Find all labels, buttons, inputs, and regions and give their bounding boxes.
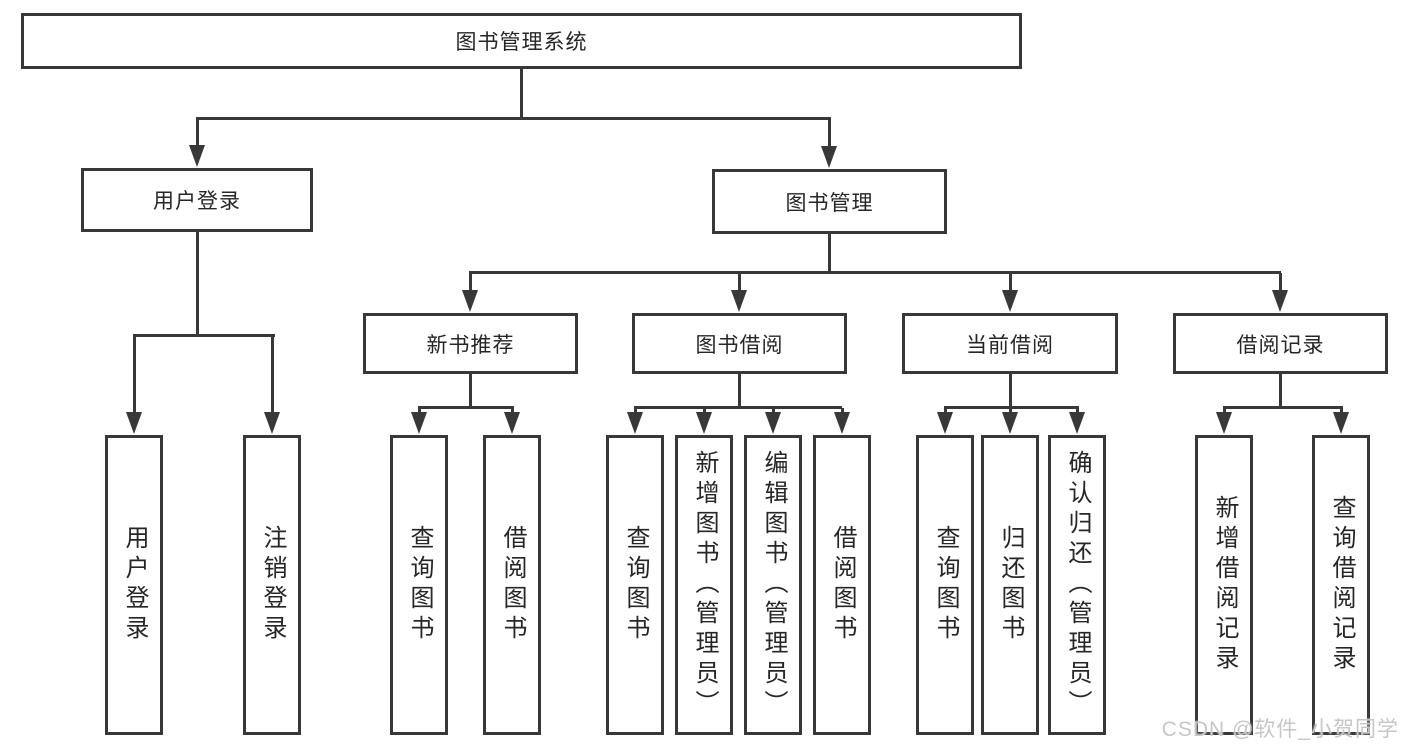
arrowhead-down-icon	[1069, 412, 1085, 434]
arrowhead-down-icon	[821, 146, 837, 168]
node-leaf-return-book: 归还图书	[981, 435, 1039, 735]
arrowhead-down-icon	[834, 412, 850, 434]
arrowhead-down-icon	[765, 412, 781, 434]
node-leaf-borrow-book-2: 借阅图书	[813, 435, 871, 735]
connector-line	[418, 406, 514, 409]
node-leaf-query-book-1: 查询图书	[390, 435, 448, 735]
node-leaf-add-borrow-record: 新增借阅记录	[1195, 435, 1253, 735]
node-leaf-confirm-return: 确认归还（管理员）	[1048, 435, 1106, 735]
node-leaf-borrow-book-1: 借阅图书	[483, 435, 541, 735]
connector-line	[1223, 406, 1343, 409]
connector-line	[520, 69, 523, 119]
arrowhead-down-icon	[1002, 412, 1018, 434]
arrowhead-down-icon	[264, 412, 280, 434]
node-leaf-query-book-3: 查询图书	[916, 435, 974, 735]
connector-line	[271, 336, 274, 414]
node-leaf-logout: 注销登录	[243, 435, 301, 735]
connector-line	[1279, 374, 1282, 408]
connector-line	[828, 119, 831, 147]
arrowhead-down-icon	[696, 412, 712, 434]
node-borrowing-records: 借阅记录	[1173, 313, 1388, 374]
connector-line	[1009, 374, 1012, 408]
connector-line	[196, 232, 199, 336]
arrowhead-down-icon	[937, 412, 953, 434]
arrowhead-down-icon	[411, 412, 427, 434]
connector-line	[1279, 273, 1282, 293]
connector-line	[133, 334, 275, 337]
node-leaf-user-login: 用户登录	[105, 435, 163, 735]
connector-line	[828, 234, 831, 273]
connector-line	[1009, 273, 1012, 293]
arrowhead-down-icon	[627, 412, 643, 434]
node-leaf-query-borrow-record: 查询借阅记录	[1312, 435, 1370, 735]
arrowhead-down-icon	[1333, 412, 1349, 434]
arrowhead-down-icon	[1272, 290, 1288, 312]
connector-line	[469, 273, 472, 293]
arrowhead-down-icon	[462, 290, 478, 312]
connector-line	[634, 406, 842, 409]
connector-line	[738, 273, 741, 293]
arrowhead-down-icon	[1216, 412, 1232, 434]
arrowhead-down-icon	[126, 412, 142, 434]
arrowhead-down-icon	[1002, 290, 1018, 312]
connector-line	[196, 117, 831, 120]
node-leaf-edit-book-admin: 编辑图书（管理员）	[744, 435, 802, 735]
node-user-login: 用户登录	[81, 168, 313, 232]
node-root: 图书管理系统	[21, 13, 1022, 69]
connector-line	[196, 119, 199, 149]
connector-line	[469, 271, 1281, 274]
arrowhead-down-icon	[731, 290, 747, 312]
node-current-borrowing: 当前借阅	[902, 313, 1118, 374]
arrowhead-down-icon	[189, 145, 205, 167]
node-leaf-query-book-2: 查询图书	[606, 435, 664, 735]
csdn-watermark: CSDN @软件_小贺同学	[1161, 718, 1399, 741]
node-new-book-recommend: 新书推荐	[363, 313, 578, 374]
node-leaf-add-book-admin: 新增图书（管理员）	[675, 435, 733, 735]
node-book-borrowing: 图书借阅	[632, 313, 847, 374]
connector-line	[738, 374, 741, 408]
connector-line	[133, 336, 136, 414]
connector-line	[944, 406, 1079, 409]
connector-line	[469, 374, 472, 408]
arrowhead-down-icon	[504, 412, 520, 434]
node-book-management: 图书管理	[712, 169, 947, 234]
